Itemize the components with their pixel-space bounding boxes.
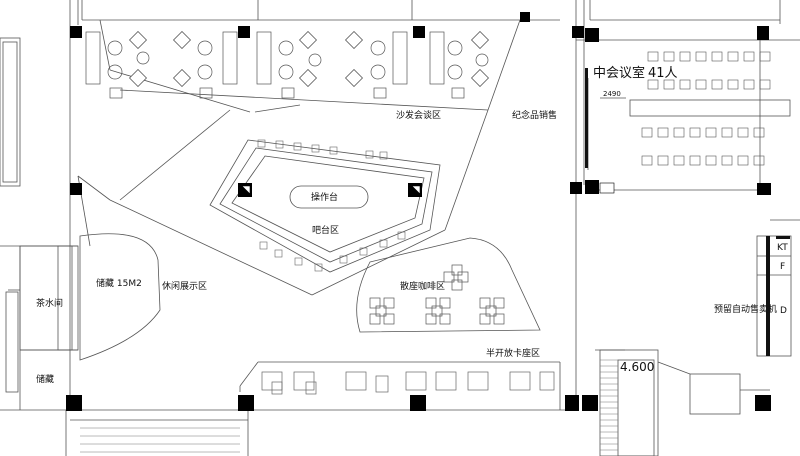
souvenir-label: 纪念品销售 bbox=[512, 111, 558, 121]
f-label: F bbox=[780, 262, 786, 272]
tea-room-label: 茶水间 bbox=[36, 299, 64, 309]
dimension-label: 2490 bbox=[603, 90, 621, 98]
meeting-capacity-label: 41人 bbox=[648, 66, 678, 81]
elevation-label: 4.600 bbox=[620, 360, 655, 374]
bar-area-label: 吧台区 bbox=[312, 226, 340, 236]
sofa-area-label: 沙发会谈区 bbox=[396, 111, 442, 121]
cafe-seating-label: 散座咖啡区 bbox=[400, 282, 446, 292]
semi-open-booth-label: 半开放卡座区 bbox=[486, 349, 541, 359]
d-label: D bbox=[780, 306, 787, 316]
console-label: 操作台 bbox=[311, 193, 339, 203]
leisure-display-label: 休闲展示区 bbox=[162, 282, 208, 292]
vending-label: 预留自动售卖机 bbox=[714, 305, 778, 315]
storage-area-label: 储藏 15M2 bbox=[96, 279, 142, 289]
kt-label: KT bbox=[777, 243, 788, 253]
storage-label: 储藏 bbox=[36, 375, 55, 385]
meeting-room-label: 中会议室 bbox=[593, 66, 646, 81]
